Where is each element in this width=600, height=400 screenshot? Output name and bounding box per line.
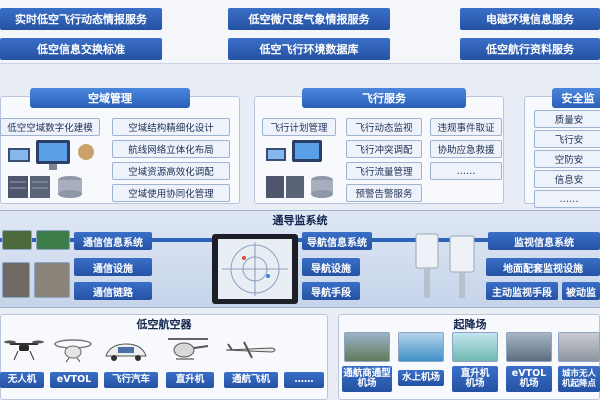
airfield-thumb-heli <box>452 332 498 362</box>
safety-supervision-title: 安全监 <box>552 88 600 108</box>
airfield-label-ga[interactable]: 通航商通型 机场 <box>342 366 392 392</box>
safety-item-airdefense[interactable]: 空防安 <box>534 150 600 168</box>
aircraft-title: 低空航空器 <box>136 318 192 331</box>
comm-facilities[interactable]: 通信设施 <box>74 258 152 276</box>
flight-dynamic-monitoring[interactable]: 飞行动态监视 <box>346 118 422 136</box>
violation-evidence[interactable]: 违规事件取证 <box>430 118 502 136</box>
drone-icon <box>4 340 44 361</box>
airfield-title: 起降场 <box>453 318 487 331</box>
safety-item-info[interactable]: 信息安 <box>534 170 600 188</box>
aircraft-label-ga-plane[interactable]: 通航飞机 <box>224 372 278 388</box>
service-flight-env-database[interactable]: 低空飞行环境数据库 <box>228 38 390 60</box>
nav-facilities[interactable]: 导航设施 <box>302 258 360 276</box>
radar-antenna-illustration <box>415 233 475 298</box>
airfield-thumb-evtol <box>506 332 552 362</box>
aircraft-label-drone[interactable]: 无人机 <box>0 372 44 388</box>
safety-item-flight[interactable]: 飞行安 <box>534 130 600 148</box>
flight-flow-management[interactable]: 飞行流量管理 <box>346 162 422 180</box>
comm-module-image <box>2 230 32 250</box>
service-aeronautical-info[interactable]: 低空航行资料服务 <box>460 38 600 60</box>
airspace-management-title: 空域管理 <box>30 88 190 108</box>
service-info-exchange-standard[interactable]: 低空信息交换标准 <box>0 38 162 60</box>
comm-links[interactable]: 通信链路 <box>74 282 152 300</box>
comm-board-image <box>36 230 70 250</box>
emergency-rescue[interactable]: 协助应急救援 <box>430 140 502 158</box>
comm-info-system[interactable]: 通信信息系统 <box>74 232 152 250</box>
comm-equipment-image <box>34 262 70 298</box>
workstation-illustration <box>8 140 94 198</box>
airfield-label-urban-drone[interactable]: 城市无人 机起降点 <box>558 366 600 392</box>
cns-axis-line <box>0 238 600 242</box>
airfield-label-evtol[interactable]: eVTOL 机场 <box>506 366 552 392</box>
flying-car-icon <box>105 343 147 361</box>
airfield-label-heli[interactable]: 直升机 机场 <box>452 366 498 392</box>
service-realtime-flight-intel[interactable]: 实时低空飞行动态情报服务 <box>0 8 162 30</box>
service-micro-weather[interactable]: 低空微尺度气象情报服务 <box>228 8 390 30</box>
flight-conflict-resolution[interactable]: 飞行冲突调配 <box>346 140 422 158</box>
surv-info-system[interactable]: 监视信息系统 <box>488 232 600 250</box>
surv-ground-facilities[interactable]: 地面配套监视设施 <box>486 258 600 276</box>
aircraft-label-more[interactable]: …… <box>284 372 324 388</box>
comm-device-image <box>2 262 30 298</box>
navigation-display <box>212 234 298 304</box>
surv-active-means[interactable]: 主动监视手段 <box>486 282 558 300</box>
safety-item-quality[interactable]: 质量安 <box>534 110 600 128</box>
helicopter-icon <box>168 338 209 360</box>
service-em-environment[interactable]: 电磁环境信息服务 <box>460 8 600 30</box>
airfield-thumb-ga <box>344 332 390 362</box>
nav-means[interactable]: 导航手段 <box>302 282 360 300</box>
aircraft-label-flying-car[interactable]: 飞行汽车 <box>104 372 158 388</box>
airfield-thumb-urban-drone <box>558 332 600 362</box>
flight-plan-management[interactable]: 飞行计划管理 <box>262 118 336 136</box>
airspace-item-3[interactable]: 空域使用协同化管理 <box>112 184 230 202</box>
nav-info-system[interactable]: 导航信息系统 <box>302 232 372 250</box>
flight-services-title: 飞行服务 <box>302 88 466 108</box>
aircraft-label-evtol[interactable]: eVTOL <box>50 372 98 388</box>
airfield-thumb-water <box>398 332 444 362</box>
airfield-label-water[interactable]: 水上机场 <box>398 370 444 386</box>
general-aviation-plane-icon <box>225 341 276 359</box>
cns-title: 通导监系统 <box>272 214 328 227</box>
flight-more[interactable]: …… <box>430 162 502 180</box>
surv-passive-means[interactable]: 被动监 <box>562 282 600 300</box>
airspace-item-1[interactable]: 航线网络立体化布局 <box>112 140 230 158</box>
airspace-modeling[interactable]: 低空空域数字化建模 <box>0 118 100 136</box>
safety-item-more[interactable]: …… <box>534 190 600 208</box>
flight-workstation-illustration <box>266 140 333 198</box>
evtol-icon <box>54 339 92 363</box>
warning-alert-service[interactable]: 预警告警服务 <box>346 184 422 202</box>
airspace-item-2[interactable]: 空域资源高效化调配 <box>112 162 230 180</box>
aircraft-label-helicopter[interactable]: 直升机 <box>166 372 214 388</box>
airspace-item-0[interactable]: 空域结构精细化设计 <box>112 118 230 136</box>
